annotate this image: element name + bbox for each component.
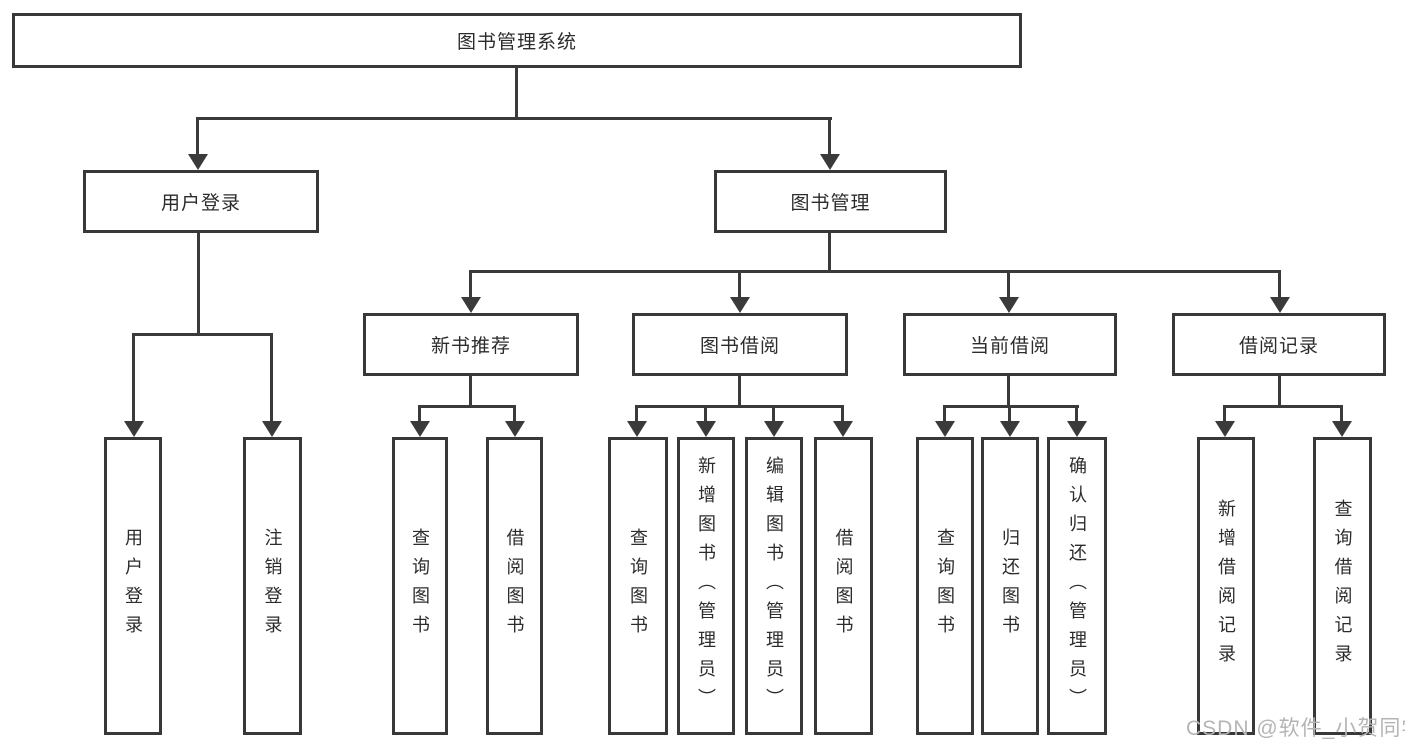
node-label: 新增图书（管理员） (696, 455, 716, 717)
connector-line (1223, 405, 1226, 423)
leaf-user-login: 用户登录 (104, 437, 162, 735)
node-label: 图书借阅 (699, 336, 780, 357)
arrow-down-icon (764, 421, 784, 437)
leaf-borrow-edit-books-admin: 编辑图书（管理员） (745, 437, 803, 735)
node-label: 借阅图书 (504, 528, 525, 644)
leaf-logout-login: 注销登录 (243, 437, 302, 735)
leaf-current-query-books: 查询图书 (916, 437, 974, 735)
arrow-down-icon (820, 154, 840, 170)
connector-line (196, 117, 832, 120)
leaf-records-add-borrow-record: 新增借阅记录 (1197, 437, 1255, 735)
connector-line (1007, 270, 1010, 299)
connector-line (1340, 405, 1343, 423)
connector-line (1223, 405, 1342, 408)
connector-line (132, 333, 135, 423)
connector-line (635, 405, 638, 423)
node-book-management: 图书管理 (714, 170, 947, 233)
leaf-borrow-query-books: 查询图书 (608, 437, 668, 735)
arrow-down-icon (696, 421, 716, 437)
node-label: 查询图书 (628, 528, 648, 644)
arrow-down-icon (1215, 421, 1235, 437)
node-label: 注销登录 (262, 528, 283, 644)
leaf-recommend-borrow-books: 借阅图书 (486, 437, 543, 735)
arrow-down-icon (461, 297, 481, 313)
connector-line (418, 405, 421, 423)
arrow-down-icon (1000, 421, 1020, 437)
node-new-book-recommendation: 新书推荐 (363, 313, 579, 376)
node-label: 当前借阅 (969, 336, 1050, 357)
leaf-current-confirm-return-admin: 确认归还（管理员） (1047, 437, 1107, 735)
arrow-down-icon (935, 421, 955, 437)
arrow-down-icon (188, 154, 208, 170)
leaf-records-query-borrow-record: 查询借阅记录 (1313, 437, 1372, 735)
node-label: 图书管理 (790, 193, 871, 214)
node-label: 确认归还（管理员） (1067, 455, 1087, 717)
node-label: 查询借阅记录 (1332, 499, 1353, 673)
node-label: 用户登录 (123, 528, 143, 644)
node-label: 图书管理系统 (456, 32, 577, 53)
leaf-current-return-books: 归还图书 (981, 437, 1039, 735)
connector-line (841, 405, 844, 423)
leaf-borrow-add-books-admin: 新增图书（管理员） (677, 437, 735, 735)
connector-line (635, 405, 843, 408)
connector-line (828, 117, 831, 156)
connector-line (513, 405, 516, 423)
node-label: 新书推荐 (430, 336, 511, 357)
arrow-down-icon (730, 297, 750, 313)
node-label: 新增借阅记录 (1216, 499, 1236, 673)
arrow-down-icon (262, 421, 282, 437)
node-label: 归还图书 (1000, 528, 1020, 644)
connector-line (1278, 376, 1281, 408)
arrow-down-icon (999, 297, 1019, 313)
node-user-login: 用户登录 (83, 170, 319, 233)
arrow-down-icon (833, 421, 853, 437)
arrow-down-icon (1067, 421, 1087, 437)
node-current-borrowing: 当前借阅 (903, 313, 1117, 376)
node-label: 查询图书 (935, 528, 955, 644)
connector-line (738, 270, 741, 299)
node-label: 编辑图书（管理员） (764, 455, 784, 717)
connector-line (196, 117, 199, 156)
connector-line (828, 233, 831, 273)
connector-line (738, 376, 741, 408)
arrow-down-icon (1332, 421, 1352, 437)
connector-line (943, 405, 1079, 408)
connector-line (197, 233, 200, 335)
connector-line (469, 376, 472, 408)
connector-line (132, 333, 273, 336)
node-book-borrowing: 图书借阅 (632, 313, 848, 376)
connector-line (1278, 270, 1281, 299)
node-label: 借阅图书 (833, 528, 854, 644)
arrow-down-icon (124, 421, 144, 437)
arrow-down-icon (505, 421, 525, 437)
connector-line (1007, 376, 1010, 408)
connector-line (418, 405, 516, 408)
connector-line (1075, 405, 1078, 423)
node-borrowing-records: 借阅记录 (1172, 313, 1386, 376)
leaf-recommend-query-books: 查询图书 (392, 437, 448, 735)
node-library-management-system: 图书管理系统 (12, 13, 1022, 68)
connector-line (704, 405, 707, 423)
watermark: CSDN @软件_小贺同学 (1186, 717, 1405, 740)
connector-line (772, 405, 775, 423)
node-label: 用户登录 (160, 193, 241, 214)
connector-line (943, 405, 946, 423)
connector-line (469, 270, 472, 299)
arrow-down-icon (627, 421, 647, 437)
leaf-borrow-borrow-books: 借阅图书 (814, 437, 873, 735)
connector-line (270, 333, 273, 423)
connector-line (515, 68, 518, 119)
node-label: 借阅记录 (1238, 336, 1319, 357)
connector-line (469, 270, 1281, 273)
connector-line (1008, 405, 1011, 423)
arrow-down-icon (1270, 297, 1290, 313)
node-label: 查询图书 (410, 528, 430, 644)
arrow-down-icon (410, 421, 430, 437)
